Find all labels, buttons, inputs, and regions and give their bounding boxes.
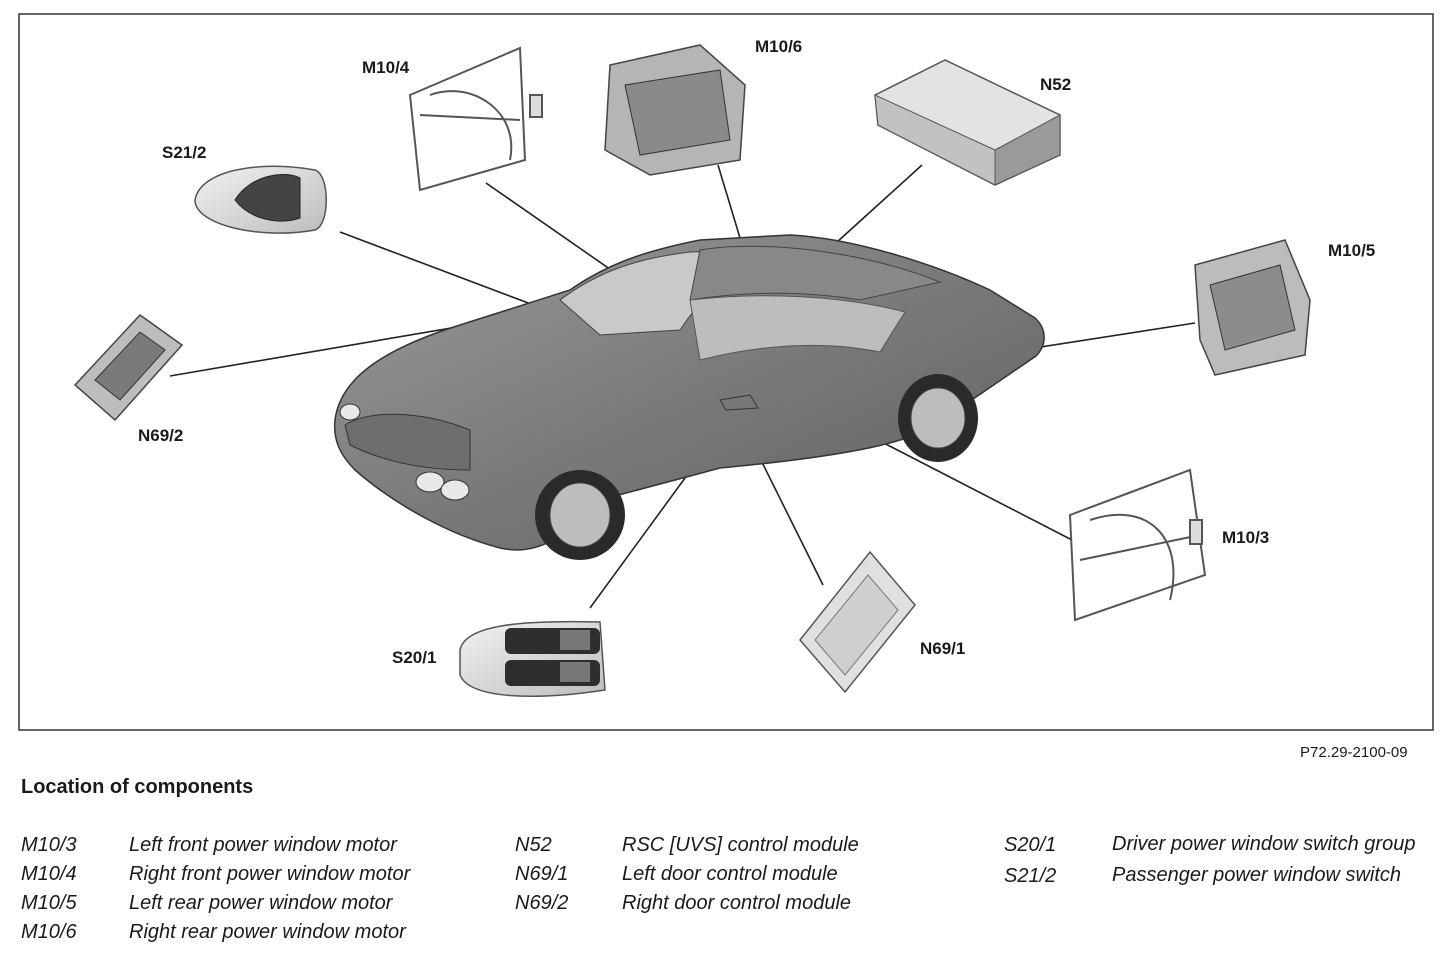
legend-code: N69/1 <box>515 863 569 885</box>
part-s20-1-illustration <box>459 620 606 697</box>
legend-description: RSC [UVS] control module <box>622 834 859 856</box>
legend-code: S21/2 <box>1004 865 1057 887</box>
callout-n69-2: N69/2 <box>138 426 183 445</box>
legend-description: Left door control module <box>622 863 838 885</box>
legend-column-3: S20/1 Driver power window switch group S2… <box>1004 831 1442 893</box>
legend-item: N52 RSC [UVS] control module <box>515 831 859 860</box>
legend-description: Driver power window switch group <box>1112 833 1416 855</box>
legend-item: M10/3 Left front power window motor <box>21 831 410 860</box>
figure-reference-number: P72.29-2100-09 <box>1300 744 1408 761</box>
legend-description: Right door control module <box>622 892 852 914</box>
legend-item: M10/5 Left rear power window motor <box>21 889 410 918</box>
callout-m10-6: M10/6 <box>755 37 802 56</box>
car-illustration <box>333 234 1045 560</box>
legend-column-2: N52 RSC [UVS] control module N69/1 Left do… <box>515 831 859 918</box>
legend-code: M10/5 <box>21 892 77 914</box>
part-m10-5-illustration <box>1194 239 1311 376</box>
part-m10-6-illustration <box>604 44 746 176</box>
legend-item: N69/1 Left door control module <box>515 860 859 889</box>
callout-n69-1: N69/1 <box>920 639 965 658</box>
legend-code: M10/6 <box>21 921 77 943</box>
callout-m10-5: M10/5 <box>1328 241 1375 260</box>
part-m10-4-illustration <box>408 46 543 192</box>
legend-item: M10/4 Right front power window motor <box>21 860 410 889</box>
part-n69-2-illustration <box>73 314 184 422</box>
part-s21-2-illustration <box>194 165 327 234</box>
legend-item: N69/2 Right door control module <box>515 889 859 918</box>
legend-code: N52 <box>515 834 552 856</box>
part-m10-3-illustration <box>1068 468 1207 622</box>
legend-code: M10/3 <box>21 834 77 856</box>
part-n52-illustration <box>874 59 1061 186</box>
part-n69-1-illustration <box>799 550 916 694</box>
legend-description: Right rear power window motor <box>129 921 406 943</box>
legend-code: N69/2 <box>515 892 569 914</box>
callout-m10-4: M10/4 <box>362 58 410 77</box>
legend-title: Location of components <box>21 776 254 798</box>
callout-n52: N52 <box>1040 75 1071 94</box>
callout-m10-3: M10/3 <box>1222 528 1269 547</box>
legend-code: M10/4 <box>21 863 77 885</box>
legend-description: Left rear power window motor <box>129 892 393 914</box>
legend-item: M10/6 Right rear power window motor <box>21 918 410 947</box>
legend-column-1: M10/3 Left front power window motor M10/4… <box>21 831 410 947</box>
callout-s21-2: S21/2 <box>162 143 206 162</box>
legend-description: Left front power window motor <box>129 834 397 856</box>
legend-item: S21/2 Passenger power window switch <box>1004 862 1442 891</box>
callout-s20-1: S20/1 <box>392 648 436 667</box>
component-location-figure: M10/4 M10/6 N52 S21/2 M10/5 N69/2 M10/3 … <box>18 13 1434 731</box>
legend-description: Right front power window motor <box>129 863 411 885</box>
legend-code: S20/1 <box>1004 834 1057 856</box>
legend-item: S20/1 Driver power window switch group <box>1004 831 1442 860</box>
legend-description: Passenger power window switch <box>1112 864 1402 886</box>
